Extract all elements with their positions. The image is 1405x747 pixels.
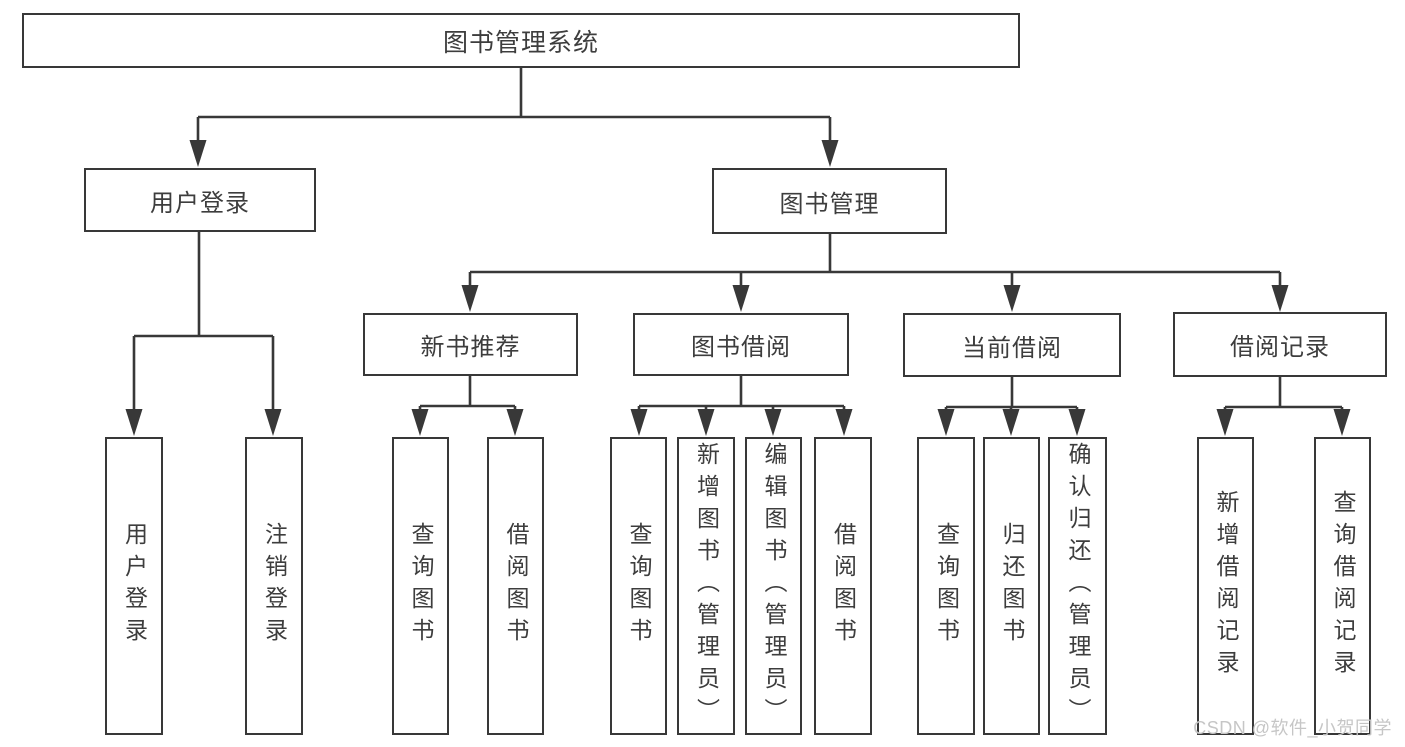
node-label: 确认归还（管理员） bbox=[1065, 442, 1091, 730]
node-label: 当前借阅 bbox=[962, 334, 1062, 362]
arrowhead bbox=[1003, 285, 1021, 312]
node-label: 图书管理 bbox=[779, 190, 880, 218]
node-leaf-return-books: 归还图书 bbox=[983, 437, 1040, 735]
node-label: 图书管理系统 bbox=[442, 28, 599, 57]
node-user-login: 用户登录 bbox=[84, 168, 316, 232]
node-label: 注销登录 bbox=[261, 522, 288, 650]
node-label: 归还图书 bbox=[999, 522, 1025, 650]
arrowhead bbox=[630, 409, 648, 436]
arrowhead bbox=[461, 285, 479, 312]
node-label: 借阅图书 bbox=[830, 522, 857, 650]
node-leaf-add-books-admin: 新增图书（管理员） bbox=[677, 437, 735, 735]
node-label: 新增借阅记录 bbox=[1213, 490, 1239, 682]
arrowhead bbox=[835, 409, 853, 436]
arrowhead bbox=[697, 409, 715, 436]
arrowhead bbox=[189, 140, 207, 167]
arrowhead bbox=[506, 409, 524, 436]
csdn-watermark: CSDN @软件_小贺同学 bbox=[1193, 718, 1392, 738]
node-label: 用户登录 bbox=[150, 189, 250, 217]
connector-current-borrow-group bbox=[937, 377, 1086, 436]
arrowhead bbox=[125, 409, 143, 436]
node-leaf-query-borrow-record: 查询借阅记录 bbox=[1314, 437, 1371, 735]
node-label: 查询借阅记录 bbox=[1330, 490, 1356, 682]
node-leaf-query-books-1: 查询图书 bbox=[392, 437, 449, 735]
node-label: 图书借阅 bbox=[691, 334, 791, 361]
connector-borrow-records-group bbox=[1216, 377, 1351, 436]
arrowhead bbox=[732, 285, 750, 312]
arrowhead bbox=[1333, 409, 1351, 436]
node-label: 用户登录 bbox=[121, 522, 148, 650]
arrowhead bbox=[1068, 409, 1086, 436]
node-leaf-user-login: 用户登录 bbox=[105, 437, 163, 735]
node-book-borrowing: 图书借阅 bbox=[633, 313, 849, 376]
arrowhead bbox=[1216, 409, 1234, 436]
arrowhead bbox=[264, 409, 282, 436]
arrowhead bbox=[1002, 409, 1020, 436]
node-leaf-confirm-return-admin: 确认归还（管理员） bbox=[1048, 437, 1107, 735]
node-leaf-add-borrow-record: 新增借阅记录 bbox=[1197, 437, 1254, 735]
node-leaf-query-books-3: 查询图书 bbox=[917, 437, 975, 735]
connector-book-mgmt-to-level3 bbox=[461, 233, 1289, 312]
node-leaf-logout: 注销登录 bbox=[245, 437, 303, 735]
arrowhead bbox=[937, 409, 955, 436]
node-leaf-query-books-2: 查询图书 bbox=[610, 437, 667, 735]
node-label: 借阅记录 bbox=[1230, 334, 1330, 361]
node-label: 新增图书（管理员） bbox=[693, 442, 720, 730]
node-label: 编辑图书（管理员） bbox=[761, 442, 787, 730]
arrowhead bbox=[821, 140, 839, 167]
connector-book-borrow-group bbox=[630, 376, 853, 436]
node-new-book-recommend: 新书推荐 bbox=[363, 313, 578, 376]
connector-root-to-level2 bbox=[189, 68, 839, 167]
connector-new-book-group bbox=[411, 376, 524, 436]
node-current-borrowing: 当前借阅 bbox=[903, 313, 1121, 377]
node-label: 查询图书 bbox=[933, 522, 960, 650]
node-leaf-borrow-books-2: 借阅图书 bbox=[814, 437, 872, 735]
arrowhead bbox=[1271, 285, 1289, 312]
arrowhead bbox=[764, 409, 782, 436]
node-label: 查询图书 bbox=[626, 522, 652, 650]
node-leaf-edit-books-admin: 编辑图书（管理员） bbox=[745, 437, 802, 735]
arrowhead bbox=[411, 409, 429, 436]
node-label: 借阅图书 bbox=[503, 522, 529, 650]
node-label: 新书推荐 bbox=[420, 334, 521, 361]
node-borrowing-records: 借阅记录 bbox=[1173, 312, 1387, 377]
node-label: 查询图书 bbox=[408, 522, 434, 650]
node-leaf-borrow-books-1: 借阅图书 bbox=[487, 437, 544, 735]
node-library-management-system: 图书管理系统 bbox=[22, 13, 1020, 68]
node-book-management: 图书管理 bbox=[712, 168, 947, 234]
connector-user-login-group bbox=[125, 232, 282, 436]
